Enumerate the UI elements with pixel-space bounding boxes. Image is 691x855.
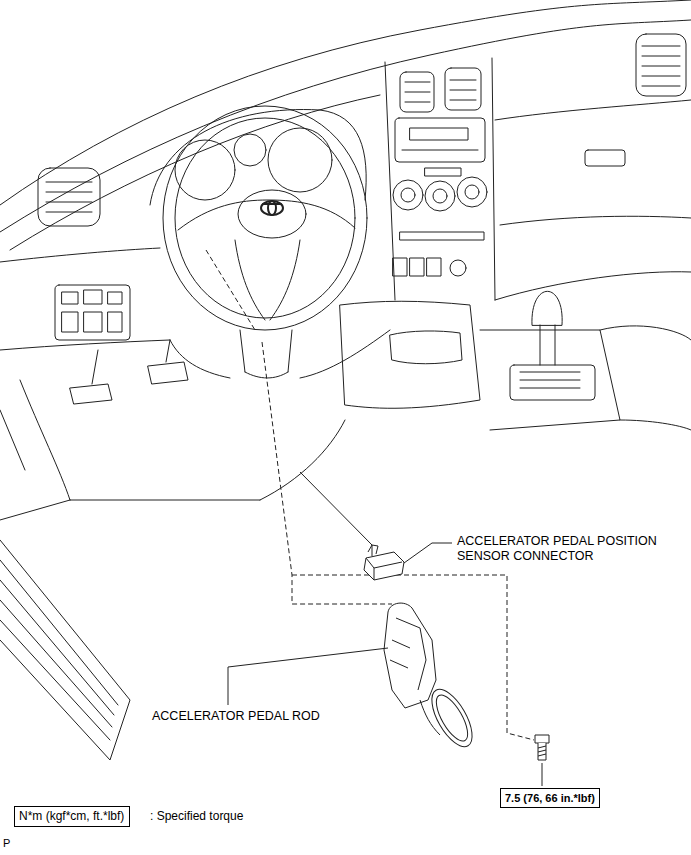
torque-box: 7.5 (76, 66 in.*lbf) [500, 788, 600, 808]
box-text: 7.5 (76, 66 in.*lbf) [505, 791, 595, 805]
legend-text: : Specified torque [150, 809, 243, 824]
sensor-connector [364, 545, 404, 580]
box-text: N*m (kgf*cm, ft.*lbf) [19, 809, 125, 824]
part-label: ACCELERATOR PEDAL POSITION SENSOR CONNEC… [457, 534, 683, 564]
bolt [535, 735, 549, 760]
page-mark: P [3, 836, 10, 851]
accelerator-pedal [384, 603, 480, 753]
part-label: ACCELERATOR PEDAL ROD [152, 709, 320, 724]
legend-box: N*m (kgf*cm, ft.*lbf) [14, 806, 130, 827]
